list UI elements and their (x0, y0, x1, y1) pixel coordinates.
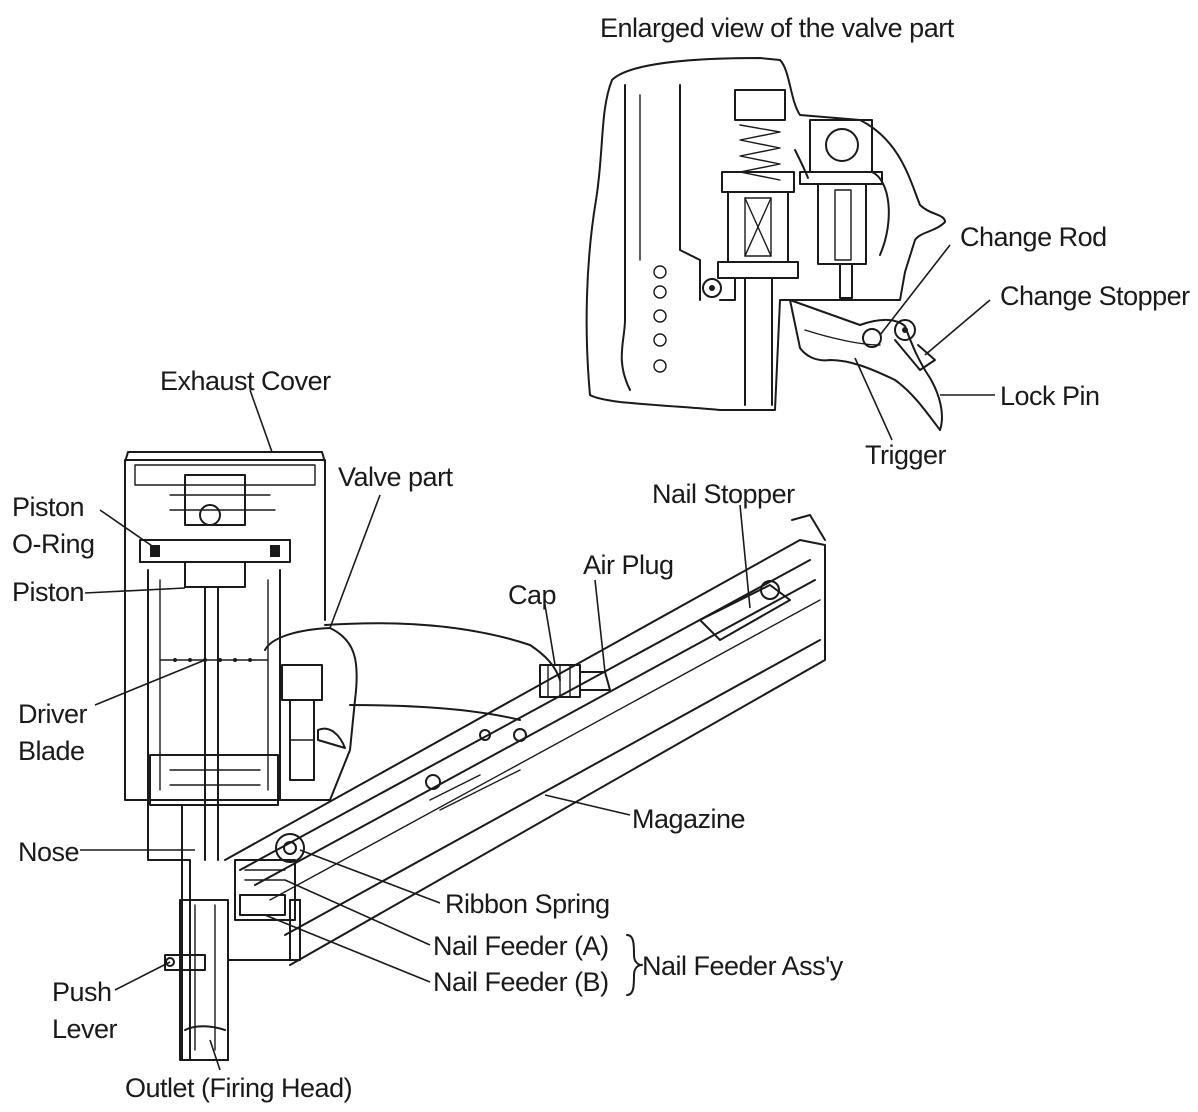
label-outlet-firing-head: Outlet (Firing Head) (125, 1073, 352, 1103)
label-change-rod: Change Rod (960, 222, 1107, 252)
label-push-lever-line2: Lever (52, 1014, 118, 1044)
label-nail-stopper: Nail Stopper (652, 479, 795, 509)
label-nail-feeder-a: Nail Feeder (A) (433, 931, 609, 961)
label-piston: Piston (12, 577, 84, 607)
label-cap: Cap (508, 580, 556, 610)
label-push-lever-line1: Push (52, 977, 112, 1007)
label-nail-feeder-assy: Nail Feeder Ass'y (642, 951, 844, 981)
label-valve-part: Valve part (338, 462, 454, 492)
label-driver-blade-line2: Blade (18, 736, 85, 766)
label-ribbon-spring: Ribbon Spring (445, 889, 610, 919)
label-driver-blade-line1: Driver (18, 699, 88, 729)
nailer-body (124, 451, 826, 1061)
label-air-plug: Air Plug (583, 550, 674, 580)
label-trigger: Trigger (865, 440, 947, 470)
label-exhaust-cover: Exhaust Cover (160, 366, 331, 396)
label-magazine: Magazine (632, 804, 745, 834)
label-lock-pin: Lock Pin (1000, 381, 1100, 411)
label-piston-oring-line2: O-Ring (12, 529, 95, 559)
label-nose: Nose (18, 837, 79, 867)
label-piston-oring-line1: Piston (12, 492, 84, 522)
label-nail-feeder-b: Nail Feeder (B) (433, 967, 609, 997)
enlarged-valve-view (585, 57, 946, 431)
label-change-stopper: Change Stopper (1000, 281, 1190, 311)
leader-lines (80, 244, 995, 1071)
diagram-labels: Enlarged view of the valve part Change R… (12, 13, 1191, 1103)
label-enlarged-view: Enlarged view of the valve part (600, 13, 955, 43)
